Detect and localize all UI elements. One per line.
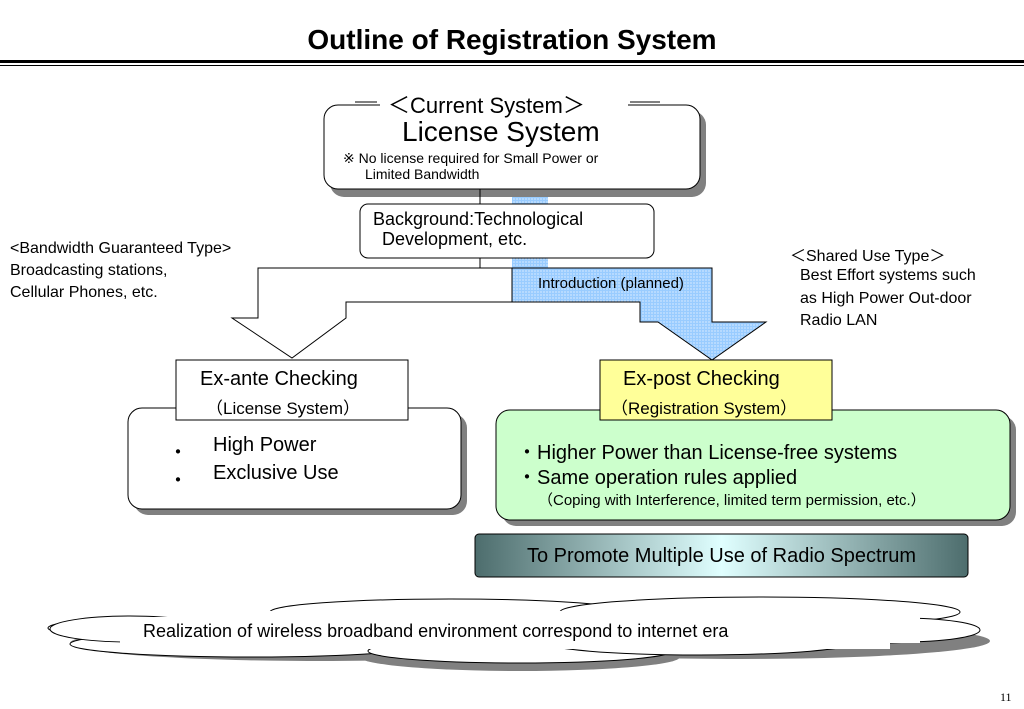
bandwidth-type-line2: Broadcasting stations,	[10, 262, 168, 279]
ex-ante-title: Ex-ante Checking	[200, 368, 358, 390]
ex-post-title-box	[599, 359, 833, 421]
page-number: 11	[1000, 690, 1012, 704]
ex-post-item-same-rules: ・Same operation rules applied	[517, 467, 798, 489]
ex-post-item-higher-power: ・Higher Power than License-free systems	[517, 442, 898, 464]
background-box	[359, 203, 655, 259]
bandwidth-type-line3: Cellular Phones, etc.	[10, 284, 158, 301]
bullet-marker: ・	[168, 442, 188, 464]
shared-type-heading: ＜Shared Use Type＞	[790, 248, 946, 265]
ex-post-title: Ex-post Checking	[623, 368, 780, 390]
current-system-heading: ＜Current System＞	[388, 93, 585, 118]
introduction-label: Introduction (planned)	[538, 275, 684, 292]
background-line1: Background:Technological	[373, 209, 584, 229]
cloud-shape	[47, 596, 990, 671]
title-rule-thick	[0, 60, 1024, 63]
license-note-line1: ※ No license required for Small Power or	[343, 150, 599, 166]
page-title: Outline of Registration System	[307, 24, 717, 55]
promote-box	[474, 533, 969, 578]
license-system-title: License System	[402, 116, 600, 147]
promote-text: To Promote Multiple Use of Radio Spectru…	[526, 545, 917, 567]
ex-ante-item-exclusive-use: Exclusive Use	[213, 462, 339, 484]
shared-type-line3: as High Power Out-door	[800, 290, 972, 307]
current-heading-mask	[380, 96, 628, 108]
bullet-marker: ・	[168, 470, 188, 492]
ex-ante-title-box	[175, 359, 409, 421]
background-line2: Development, etc.	[382, 229, 528, 249]
ex-ante-arrow	[230, 258, 513, 359]
bandwidth-type-heading: <Bandwidth Guaranteed Type>	[10, 240, 232, 257]
introduction-arrow	[511, 267, 768, 361]
realization-text: Realization of wireless broadband enviro…	[143, 621, 729, 641]
ex-post-subtitle: （Registration System）	[611, 399, 798, 418]
ex-ante-subtitle: （License System）	[206, 399, 360, 418]
license-note-line2: Limited Bandwidth	[365, 166, 480, 182]
shared-type-line2: Best Effort systems such	[800, 267, 976, 284]
title-rule-thin	[0, 65, 1024, 66]
ex-ante-item-high-power: High Power	[213, 434, 317, 456]
ex-post-note: （Coping with Interference, limited term …	[538, 492, 926, 509]
shared-type-line4: Radio LAN	[800, 312, 878, 329]
